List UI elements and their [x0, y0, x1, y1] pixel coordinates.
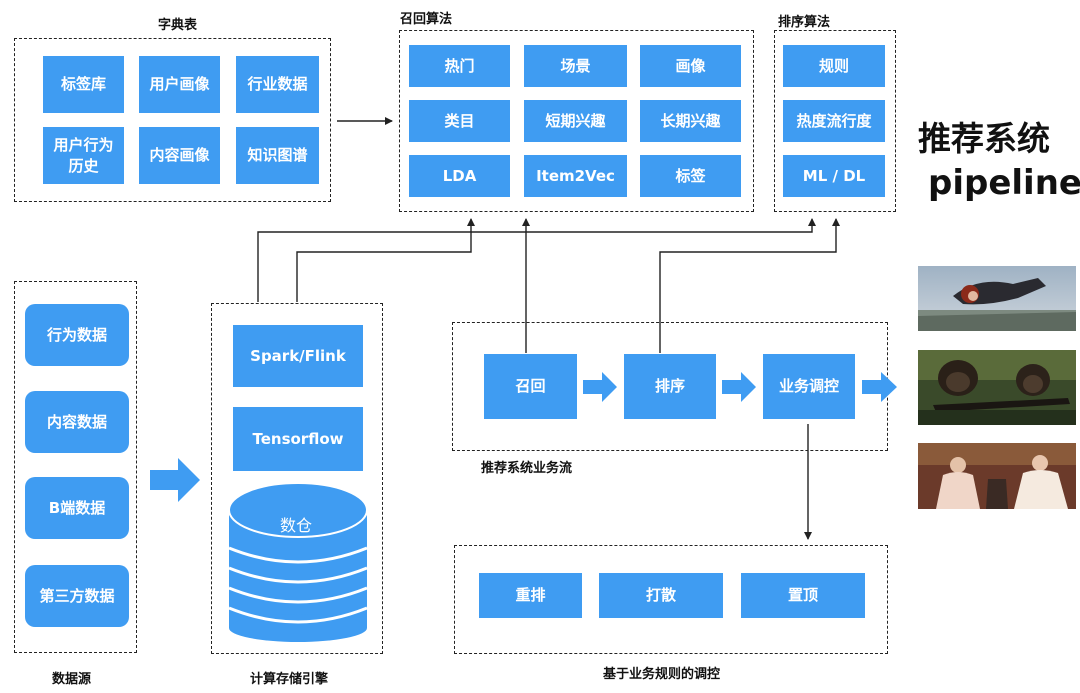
big-arrow-sources-to-engine [150, 458, 200, 502]
connector-engine-to-ranking [296, 218, 816, 302]
recall-scene: 场景 [524, 45, 627, 87]
rule-scatter: 打散 [599, 573, 723, 618]
ranking-algorithms-group [774, 30, 896, 212]
dictionary-group [14, 38, 331, 202]
compute-engine-label: 计算存储引擎 [250, 672, 329, 687]
dictionary-label: 字典表 [158, 18, 198, 33]
engine-spark-flink: Spark/Flink [233, 325, 363, 387]
recall-lda: LDA [409, 155, 510, 197]
source-third-party-data: 第三方数据 [25, 565, 129, 627]
recall-popular: 热门 [409, 45, 510, 87]
recall-algorithms-group [399, 30, 754, 212]
recall-algorithms-label: 召回算法 [400, 12, 453, 27]
rule-rerank: 重排 [479, 573, 582, 618]
result-image-2 [918, 350, 1076, 425]
source-b-end-data: B端数据 [25, 477, 129, 539]
recall-item2vec: Item2Vec [524, 155, 627, 197]
ranking-algorithms-label: 排序算法 [778, 15, 831, 30]
data-sources-group [14, 281, 137, 653]
source-behavior-data: 行为数据 [25, 304, 129, 366]
dict-knowledge-graph: 知识图谱 [236, 127, 319, 184]
recall-short-interest: 短期兴趣 [524, 100, 627, 142]
dict-user-profile: 用户画像 [139, 56, 220, 113]
result-image-1 [918, 266, 1076, 331]
result-image-3 [918, 443, 1076, 509]
recall-category: 类目 [409, 100, 510, 142]
flow-step-ranking: 排序 [624, 354, 716, 419]
recall-long-interest: 长期兴趣 [640, 100, 741, 142]
rank-popularity: 热度流行度 [783, 100, 885, 142]
flow-step-recall: 召回 [484, 354, 577, 419]
engine-tensorflow: Tensorflow [233, 407, 363, 471]
rule-pin-top: 置顶 [741, 573, 865, 618]
flow-step-business-control: 业务调控 [763, 354, 855, 419]
dict-user-history: 用户行为 历史 [43, 127, 124, 184]
dict-content-profile: 内容画像 [139, 127, 220, 184]
source-content-data: 内容数据 [25, 391, 129, 453]
data-warehouse-label: 数仓 [280, 516, 313, 535]
business-flow-label: 推荐系统业务流 [481, 461, 573, 476]
dict-tag-library: 标签库 [43, 56, 124, 113]
compute-engine-group [211, 303, 383, 654]
rank-ml-dl: ML / DL [783, 155, 885, 197]
diagram-title-line2: pipeline [928, 163, 1080, 203]
dict-industry-data: 行业数据 [236, 56, 319, 113]
connector-engine-to-recall [257, 218, 475, 302]
rank-rules: 规则 [783, 45, 885, 87]
recall-profile: 画像 [640, 45, 741, 87]
data-sources-label: 数据源 [52, 672, 92, 687]
rule-control-label: 基于业务规则的调控 [603, 667, 721, 682]
recall-tag: 标签 [640, 155, 741, 197]
diagram-title-line1: 推荐系统 [918, 119, 1050, 158]
rule-control-group [454, 545, 888, 654]
